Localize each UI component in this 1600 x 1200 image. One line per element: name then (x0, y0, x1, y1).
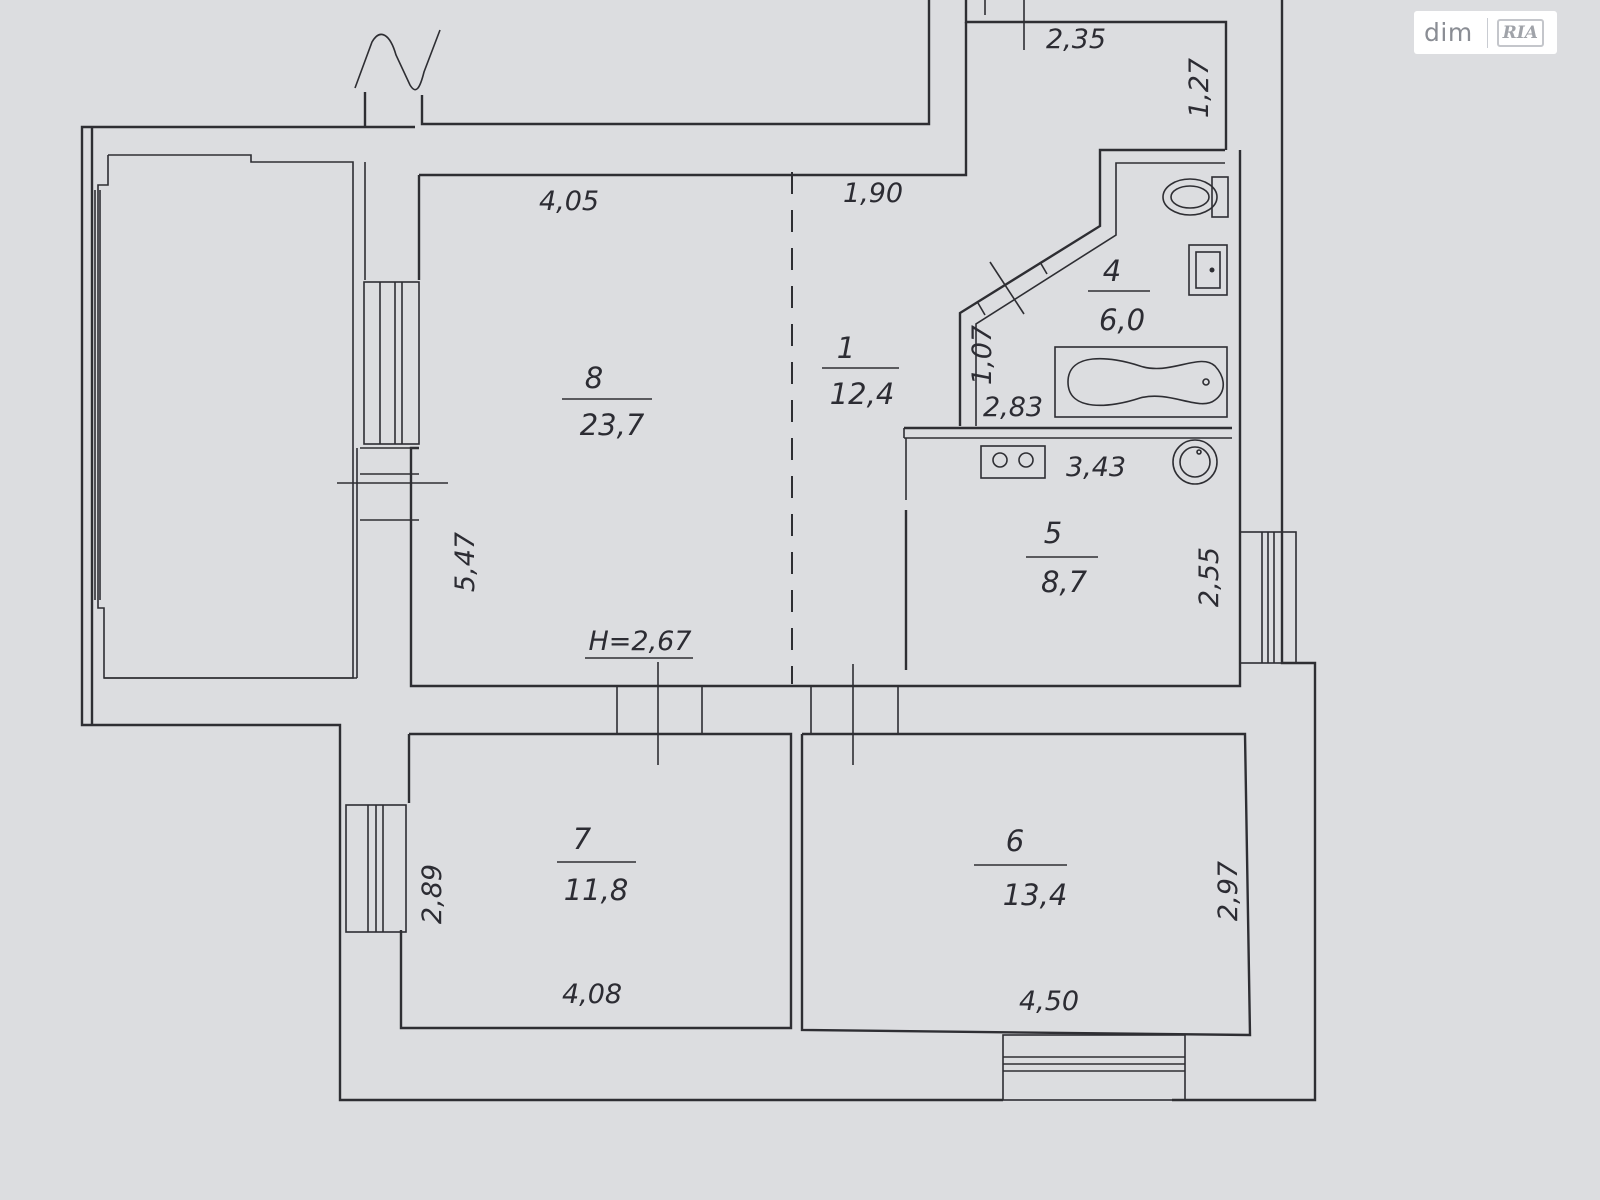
room-number: 4 (1103, 254, 1121, 288)
dim-bath-diag: 1,07 (967, 325, 998, 385)
dim-bath-len: 2,83 (983, 392, 1043, 423)
kitchen-sink-icon (1172, 439, 1218, 485)
room-6-label: 6 13,4 (974, 824, 1067, 912)
room-number: 6 (1006, 824, 1024, 858)
room-area: 13,4 (1003, 878, 1068, 912)
room-number: 8 (585, 361, 603, 395)
watermark-brand: dim (1424, 18, 1473, 47)
balcony (90, 128, 354, 725)
dim-room6-side: 2,97 (1213, 861, 1244, 921)
room-area: 12,4 (830, 377, 895, 411)
bathtub-icon (1054, 346, 1228, 418)
room-7-label: 7 11,8 (557, 822, 636, 907)
sink-icon (1188, 244, 1228, 296)
watermark-divider (1486, 17, 1488, 48)
room-number: 1 (837, 331, 855, 365)
dim-kitchen-len: 3,43 (1066, 452, 1126, 483)
watermark-logo: dim RIA (1414, 11, 1557, 54)
dim-room7-side: 2,89 (417, 864, 448, 924)
room-1-label: 1 12,4 (822, 331, 899, 411)
outer-walls (80, 0, 1317, 1102)
room-area: 23,7 (580, 408, 645, 442)
partitions (104, 22, 1297, 1101)
dim-room6-width: 4,50 (1019, 986, 1079, 1017)
dim-kitchen-side: 2,55 (1194, 547, 1225, 607)
room-area: 11,8 (564, 873, 629, 907)
room-5-label: 5 8,7 (1026, 516, 1098, 599)
ceiling-height: H=2,67 (588, 626, 691, 657)
room-8-label: 8 23,7 (562, 361, 652, 442)
stove-icon (980, 445, 1046, 479)
dim-room8-width: 4,05 (539, 186, 599, 217)
room-area: 8,7 (1041, 565, 1088, 599)
room-number: 7 (573, 822, 592, 856)
room-4-label: 4 6,0 (1088, 254, 1150, 337)
dim-room8-height: 5,47 (450, 532, 481, 592)
dim-top-right: 1,27 (1184, 58, 1215, 118)
watermark-mark: RIA (1496, 18, 1544, 47)
toilet-icon (1162, 176, 1229, 218)
dim-top-small: 2,35 (1046, 24, 1106, 55)
dim-room1-width: 1,90 (843, 178, 903, 209)
dimension-labels: 2,35 1,27 4,05 1,90 1,07 2,83 3,43 2,55 … (417, 24, 1244, 1017)
room-area: 6,0 (1099, 303, 1145, 337)
room-number: 5 (1044, 516, 1062, 550)
dim-room7-width: 4,08 (562, 979, 622, 1010)
